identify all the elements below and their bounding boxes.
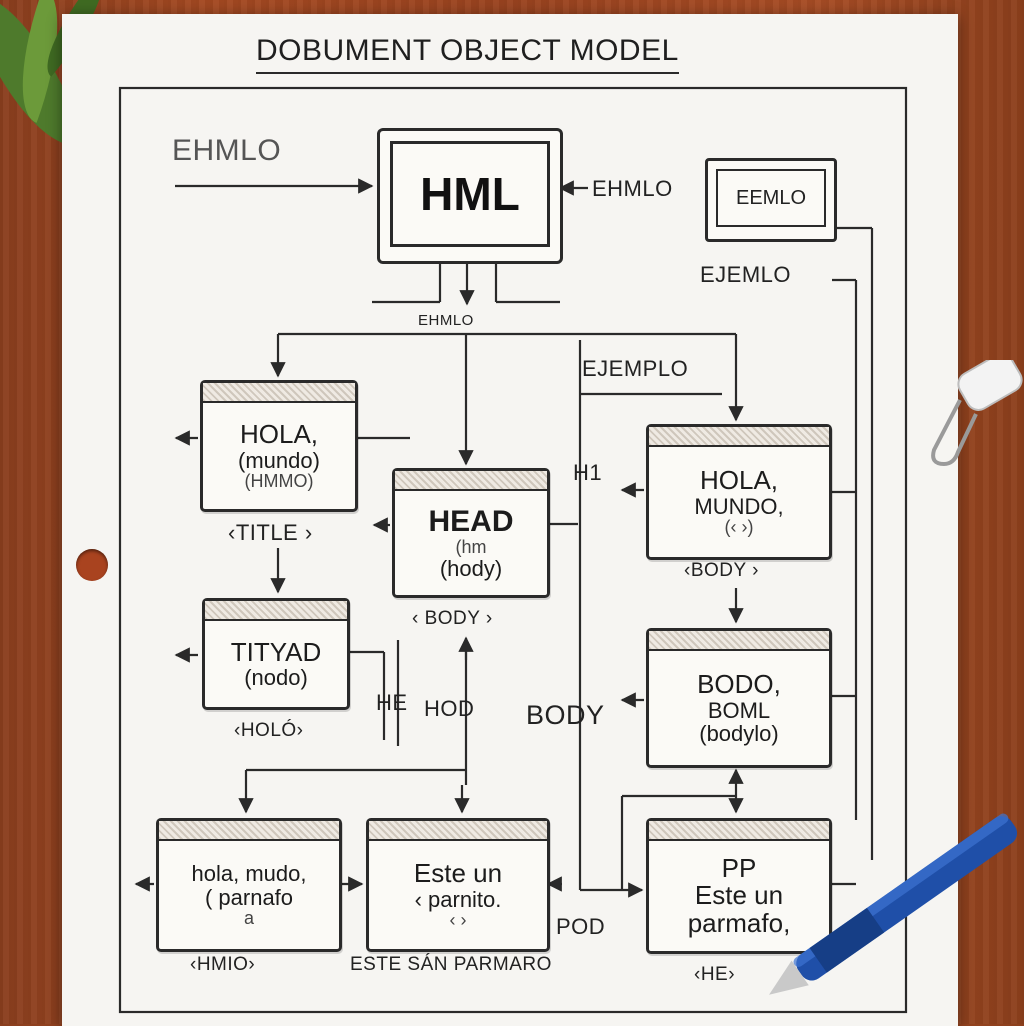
node-bodo: BODO, BOML (bodylo) xyxy=(646,628,832,768)
node-line: HEAD xyxy=(428,505,514,539)
label-body-mid: BODY xyxy=(526,700,605,730)
punch-hole xyxy=(76,549,108,581)
side-monitor-label: EEMLO xyxy=(716,169,826,227)
label-holo-tag: ‹HOLÓ› xyxy=(234,720,304,741)
label-left-top: EHMLO xyxy=(172,134,282,167)
node-line: (‹ ›) xyxy=(724,516,754,537)
paper-clip-icon xyxy=(931,360,1023,467)
label-he: HE xyxy=(376,690,408,715)
label-under-main: EHMLO xyxy=(418,312,474,329)
node-line: ‹ parnito. xyxy=(414,886,502,912)
label-h1: H1 xyxy=(573,460,603,485)
label-he-tag: ‹HE› xyxy=(694,964,736,985)
node-line: (bodylo) xyxy=(699,720,779,746)
node-line: (nodo) xyxy=(244,665,308,691)
node-line: (mundo) xyxy=(238,447,320,473)
node-line: PP xyxy=(721,853,757,884)
node-line: (hm xyxy=(455,536,487,557)
label-pod: POD xyxy=(556,914,606,939)
diagram-title: DOBUMENT OBJECT MODEL xyxy=(256,34,679,74)
node-line: parmafo, xyxy=(687,907,791,938)
node-line: ( parnafo xyxy=(204,884,294,910)
node-line: ‹ › xyxy=(449,909,467,930)
label-body-small: ‹ BODY › xyxy=(412,608,493,629)
label-este-bottom: ESTE SÁN PARMARO xyxy=(350,954,552,975)
label-ejemplo: EJEMPLO xyxy=(582,356,689,381)
node-este-un: Este un ‹ parnito. ‹ › xyxy=(366,818,550,952)
node-tityad: TITYAD (nodo) xyxy=(202,598,350,710)
node-line: TITYAD xyxy=(230,636,322,667)
label-title-tag: ‹TITLE › xyxy=(228,520,313,545)
node-hola-mudo: hola, mudo, ( parnafo a xyxy=(156,818,342,952)
node-line: BOML xyxy=(707,697,771,723)
node-hola-right: HOLA, MUNDO, (‹ ›) xyxy=(646,424,832,560)
html-monitor-label: HML xyxy=(390,141,550,247)
node-hola-left: HOLA, (mundo) (HMMO) xyxy=(200,380,358,512)
node-line: hola, mudo, xyxy=(191,861,307,887)
label-under-side: EJEMLO xyxy=(700,262,792,287)
node-head: HEAD (hm (hody) xyxy=(392,468,550,598)
node-line: Este un xyxy=(413,858,503,889)
node-line: HOLA, xyxy=(699,465,779,496)
node-line: MUNDO, xyxy=(694,493,784,519)
node-line: (HMMO) xyxy=(244,470,314,491)
label-body-right: ‹BODY › xyxy=(684,560,759,581)
html-monitor: HML xyxy=(377,128,563,264)
side-monitor: EEMLO xyxy=(705,158,837,242)
label-hmio: ‹HMIO› xyxy=(190,954,256,975)
pen-icon xyxy=(769,813,1018,995)
node-line: a xyxy=(243,907,254,928)
label-right-of-main: EHMLO xyxy=(592,176,673,201)
label-hod: HOD xyxy=(424,696,475,721)
node-line: (hody) xyxy=(439,555,503,581)
node-line: HOLA, xyxy=(239,419,319,450)
node-line: BODO, xyxy=(697,669,781,700)
node-pp: PP Este un parmafo, xyxy=(646,818,832,954)
node-line: Este un xyxy=(694,880,784,911)
